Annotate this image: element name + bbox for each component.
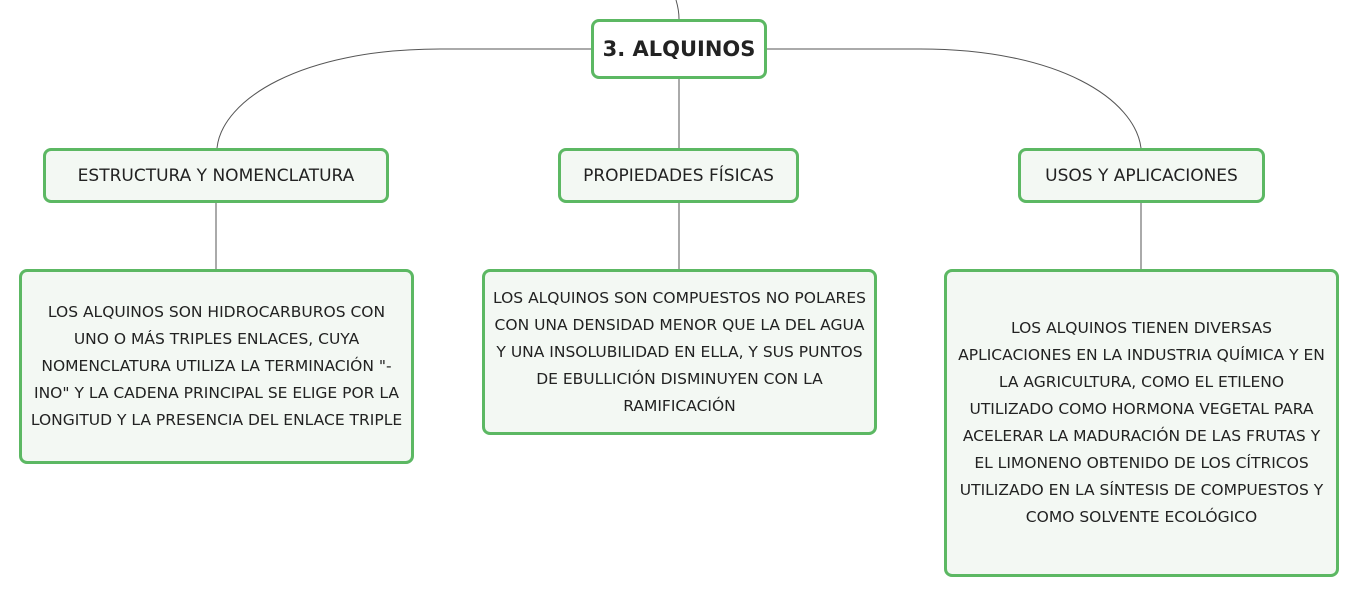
detail-node-propiedades[interactable]: LOS ALQUINOS SON COMPUESTOS NO POLARES C… <box>482 269 877 435</box>
branch-label: ESTRUCTURA Y NOMENCLATURA <box>77 165 355 186</box>
central-topic-label: 3. ALQUINOS <box>602 37 756 61</box>
detail-text: LOS ALQUINOS TIENEN DIVERSAS APLICACIONE… <box>958 319 1325 526</box>
branch-node-propiedades[interactable]: PROPIEDADES FÍSICAS <box>558 148 799 203</box>
branch-node-usos[interactable]: USOS Y APLICACIONES <box>1018 148 1265 203</box>
branch-label: USOS Y APLICACIONES <box>1045 165 1238 186</box>
detail-text: LOS ALQUINOS SON HIDROCARBUROS CON UNO O… <box>30 303 403 429</box>
connector-parent-in <box>675 0 680 20</box>
connector-root-to-branch-1 <box>216 48 591 149</box>
central-topic-node[interactable]: 3. ALQUINOS <box>591 19 767 79</box>
detail-node-usos[interactable]: LOS ALQUINOS TIENEN DIVERSAS APLICACIONE… <box>944 269 1339 577</box>
detail-node-estructura[interactable]: LOS ALQUINOS SON HIDROCARBUROS CON UNO O… <box>19 269 414 464</box>
detail-text: LOS ALQUINOS SON COMPUESTOS NO POLARES C… <box>493 288 866 415</box>
branch-label: PROPIEDADES FÍSICAS <box>583 165 774 186</box>
connector-root-to-branch-3 <box>767 48 1142 149</box>
branch-node-estructura[interactable]: ESTRUCTURA Y NOMENCLATURA <box>43 148 389 203</box>
